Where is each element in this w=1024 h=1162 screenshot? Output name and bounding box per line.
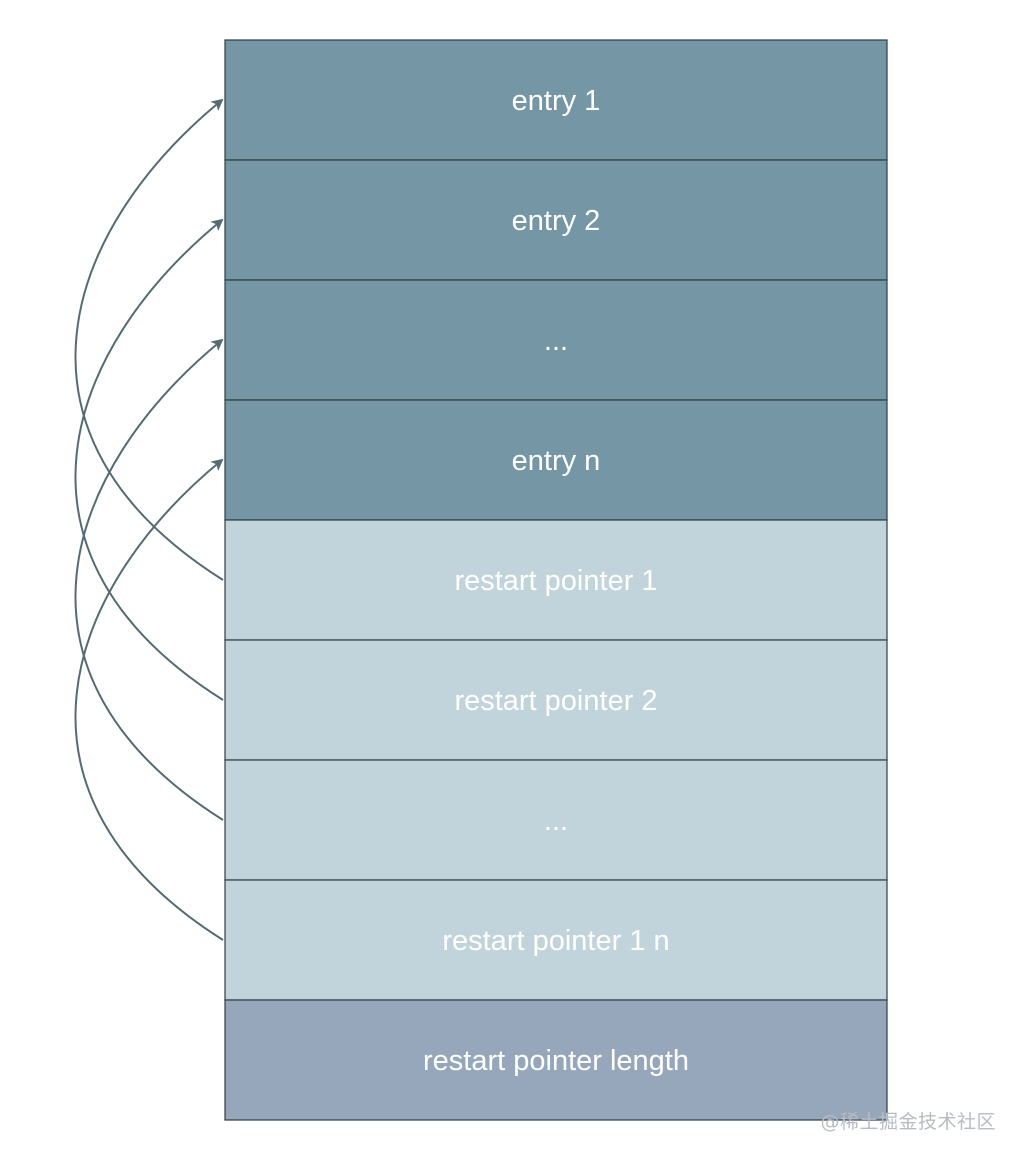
- entry-block-4: [224, 399, 888, 521]
- restart-arrow-1: [74, 98, 224, 581]
- restart-label-7: ...: [544, 805, 568, 837]
- length-block-9: [224, 999, 888, 1121]
- entry-label-4: entry n: [512, 445, 601, 477]
- entry-label-3: ...: [544, 325, 568, 357]
- restart-links: [74, 98, 224, 941]
- length-label-9: restart pointer length: [423, 1045, 689, 1077]
- restart-arrow-3: [74, 338, 224, 821]
- restart-label-6: restart pointer 2: [454, 685, 657, 717]
- restart-block-6: [224, 639, 888, 761]
- watermark: @稀土掘金技术社区: [820, 1111, 996, 1133]
- block-cells: entry 1 entry 2... entry n restart pointer …: [224, 39, 888, 1121]
- restart-block-7: [224, 759, 888, 881]
- restart-arrow-2: [74, 218, 224, 701]
- entry-block-2: [224, 159, 888, 281]
- entry-label-2: entry 2: [512, 205, 601, 237]
- restart-label-5: restart pointer 1: [454, 565, 657, 597]
- entry-block-1: [224, 39, 888, 161]
- restart-block-8: [224, 879, 888, 1001]
- restart-arrow-4: [74, 458, 224, 941]
- restart-block-5: [224, 519, 888, 641]
- entry-label-1: entry 1: [512, 85, 601, 117]
- restart-label-8: restart pointer 1 n: [442, 925, 669, 957]
- entry-block-3: [224, 279, 888, 401]
